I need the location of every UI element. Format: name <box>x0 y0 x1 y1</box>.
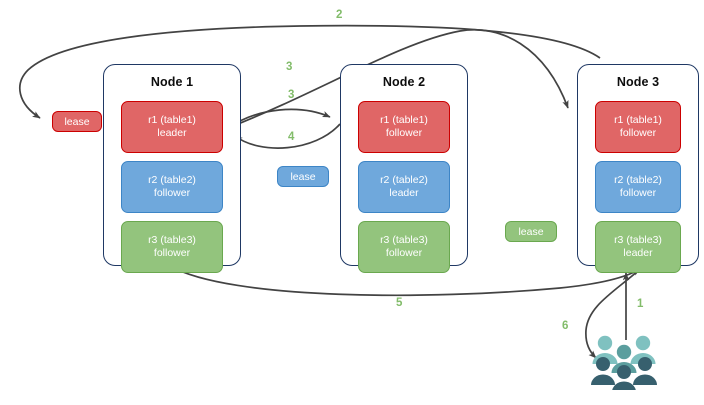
node-1-replica-r1[interactable]: r1 (table1) leader <box>121 101 223 153</box>
node-2-replica-r3[interactable]: r3 (table3) follower <box>358 221 450 273</box>
node-3-replica-r3-role: leader <box>623 247 653 259</box>
node-3-title: Node 3 <box>616 75 660 89</box>
lease-badge-blue[interactable]: lease <box>277 166 329 187</box>
node-1-title: Node 1 <box>150 75 194 89</box>
node-1-replica-r2[interactable]: r2 (table2) follower <box>121 161 223 213</box>
node-2-replica-r2-name: r2 (table2) <box>380 174 428 186</box>
node-1-replica-r3-role: follower <box>153 247 191 259</box>
node-2-replica-r3-name: r3 (table3) <box>380 234 428 246</box>
lease-badge-green[interactable]: lease <box>505 221 557 242</box>
node-3-replica-r2-role: follower <box>619 187 657 199</box>
node-1[interactable]: Node 1 r1 (table1) leader r2 (table2) fo… <box>103 64 241 273</box>
step-label-5: 5 <box>396 297 403 309</box>
node-2-replica-r1-role: follower <box>385 127 423 139</box>
step-label-6: 6 <box>562 320 569 332</box>
node-2[interactable]: Node 2 r1 (table1) follower r2 (table2) … <box>340 64 468 273</box>
step-label-1: 1 <box>637 298 644 310</box>
node-3-replica-r2[interactable]: r2 (table2) follower <box>595 161 681 213</box>
node-3-replica-r1-name: r1 (table1) <box>614 114 662 126</box>
node-3[interactable]: Node 3 r1 (table1) follower r2 (table2) … <box>577 64 699 273</box>
node-1-replica-r2-name: r2 (table2) <box>148 174 196 186</box>
node-2-title: Node 2 <box>382 75 426 89</box>
node-2-replica-r3-role: follower <box>385 247 423 259</box>
node-2-replica-r1[interactable]: r1 (table1) follower <box>358 101 450 153</box>
node-2-replica-r1-name: r1 (table1) <box>380 114 428 126</box>
step-label-2: 2 <box>336 9 343 21</box>
step-label-4: 4 <box>288 131 295 143</box>
node-1-replica-r1-name: r1 (table1) <box>148 114 196 126</box>
step-label-3b: 3 <box>288 89 295 101</box>
node-1-replica-r3[interactable]: r3 (table3) follower <box>121 221 223 273</box>
node-1-replica-r2-role: follower <box>153 187 191 199</box>
step-label-3a: 3 <box>286 61 293 73</box>
node-3-replica-r3-name: r3 (table3) <box>614 234 662 246</box>
node-1-replica-r3-name: r3 (table3) <box>148 234 196 246</box>
node-2-replica-r2[interactable]: r2 (table2) leader <box>358 161 450 213</box>
node-3-replica-r1[interactable]: r1 (table1) follower <box>595 101 681 153</box>
node-2-replica-r2-role: leader <box>389 187 419 199</box>
lease-badge-red[interactable]: lease <box>52 111 102 132</box>
node-3-replica-r3[interactable]: r3 (table3) leader <box>595 221 681 273</box>
arrow-step-3b <box>229 108 331 128</box>
node-3-replica-r1-role: follower <box>619 127 657 139</box>
node-1-replica-r1-role: leader <box>157 127 187 139</box>
node-3-replica-r2-name: r2 (table2) <box>614 174 662 186</box>
users-group-icon <box>591 335 657 390</box>
